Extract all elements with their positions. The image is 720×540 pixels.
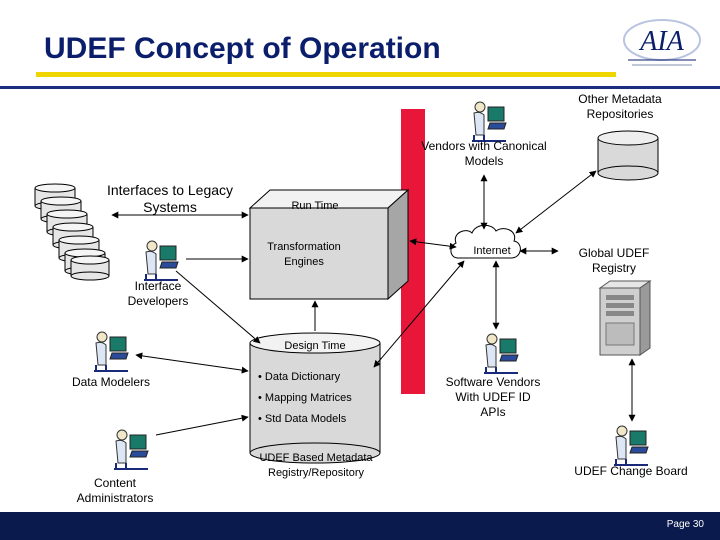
content-administrators-label: Content Administrators [76, 476, 154, 505]
mapping-matrices-label: • Mapping Matrices [258, 392, 352, 404]
arrow-internet-designtime [373, 260, 465, 368]
diagram-area: Other Metadata Repositories Vendors with… [0, 86, 720, 515]
arrow-admins-designtime [155, 414, 249, 436]
arrow-runtime-internet [409, 238, 457, 250]
interfaces-legacy-label: Interfaces to Legacy Systems [106, 182, 234, 215]
logo-text: AIA [638, 26, 684, 57]
data-modelers-label: Data Modelers [71, 375, 151, 389]
arrow-modelers-designtime [135, 352, 249, 374]
run-time-label: Run Time [291, 200, 339, 212]
person-computer-icon [614, 425, 649, 466]
person-computer-icon [144, 240, 179, 281]
interface-developers-label: Interface Developers [127, 279, 189, 308]
vendors-canonical-label: Vendors with Canonical Models [421, 139, 547, 168]
arrow-developers-designtime [175, 270, 261, 344]
person-computer-icon [94, 331, 129, 372]
data-dictionary-label: • Data Dictionary [258, 371, 341, 383]
udef-metadata-label: UDEF Based Metadata Registry/Repository [259, 452, 373, 479]
other-repositories-label: Other Metadata Repositories [578, 92, 662, 121]
person-computer-icon [484, 333, 519, 374]
server-icon [598, 280, 652, 356]
legacy-systems-stack [34, 183, 110, 281]
page-number: Page 30 [666, 519, 704, 530]
other-repositories-cylinder [597, 130, 659, 181]
footer: Page 30 [0, 512, 720, 540]
diagram-canvas [34, 101, 659, 470]
internet-label: Internet [473, 245, 511, 257]
title-underline [36, 72, 616, 77]
header: UDEF Concept of Operation AIA [0, 0, 720, 86]
page-title: UDEF Concept of Operation [44, 32, 441, 65]
person-computer-icon [114, 429, 149, 470]
global-registry-label: Global UDEF Registry [578, 246, 650, 275]
person-computer-icon [472, 101, 507, 142]
design-time-label: Design Time [284, 340, 346, 352]
udef-change-board-label: UDEF Change Board [574, 464, 688, 478]
software-vendors-label: Software Vendors With UDEF ID APIs [445, 375, 541, 419]
design-time-cylinder [249, 332, 381, 464]
transformation-engines-label: Transformation Engines [267, 241, 341, 268]
arrow-internet-repos [515, 170, 597, 234]
aia-logo: AIA [618, 12, 706, 72]
std-data-models-label: • Std Data Models [258, 413, 347, 425]
